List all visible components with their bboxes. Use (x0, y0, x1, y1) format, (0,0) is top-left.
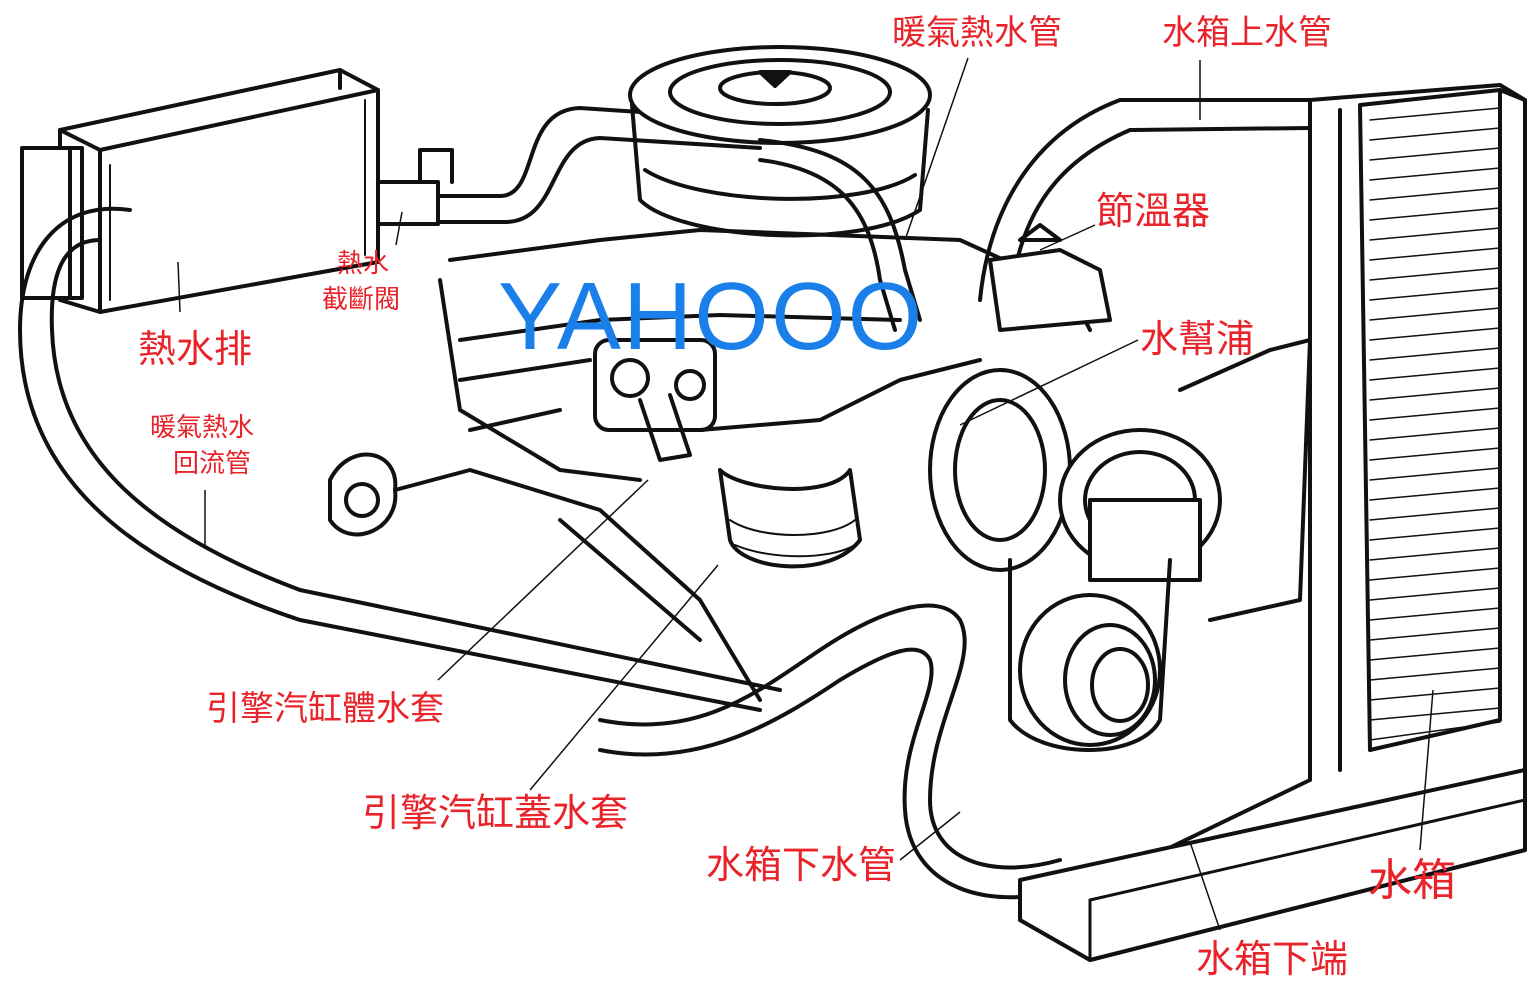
heater-valve-drawing (376, 106, 762, 226)
label-heater-shutoff-valve-line1: 熱水 (337, 249, 390, 279)
air-cleaner-drawing (628, 45, 932, 238)
label-heater-shutoff-valve-line2: 截斷閥 (322, 285, 401, 315)
lower-radiator-hose-drawing (598, 603, 1062, 900)
upper-radiator-hose-drawing (978, 98, 1312, 332)
heater-core-drawing (20, 68, 380, 314)
engine-drawing (328, 228, 1092, 702)
watermark-text: YAHOOO (498, 263, 925, 370)
label-heater-return-hose-line2: 回流管 (173, 449, 252, 479)
leader-lines (177, 57, 1434, 931)
radiator-drawing (1018, 83, 1527, 962)
label-upper-radiator-hose: 水箱上水管 (1162, 13, 1332, 53)
label-head-water-jacket: 引擎汽缸蓋水套 (362, 791, 629, 835)
label-heater-supply-hose: 暖氣熱水管 (892, 13, 1062, 53)
heater-supply-hose-drawing (758, 138, 922, 332)
label-radiator-bottom-tank: 水箱下端 (1196, 937, 1349, 981)
label-lower-radiator-hose: 水箱下水管 (706, 843, 897, 887)
label-heater-return-hose-line1: 暖氣熱水 (150, 413, 255, 443)
line-art (18, 45, 1527, 962)
radiator-fins (1369, 107, 1501, 741)
label-thermostat: 節溫器 (1096, 189, 1211, 233)
label-block-water-jacket: 引擎汽缸體水套 (206, 689, 444, 729)
water-pump-drawing (928, 338, 1312, 752)
label-radiator: 水箱 (1368, 855, 1456, 906)
label-water-pump: 水幫浦 (1140, 317, 1255, 361)
heater-return-hose-drawing (18, 206, 782, 712)
label-heater-core: 熱水排 (138, 327, 253, 371)
